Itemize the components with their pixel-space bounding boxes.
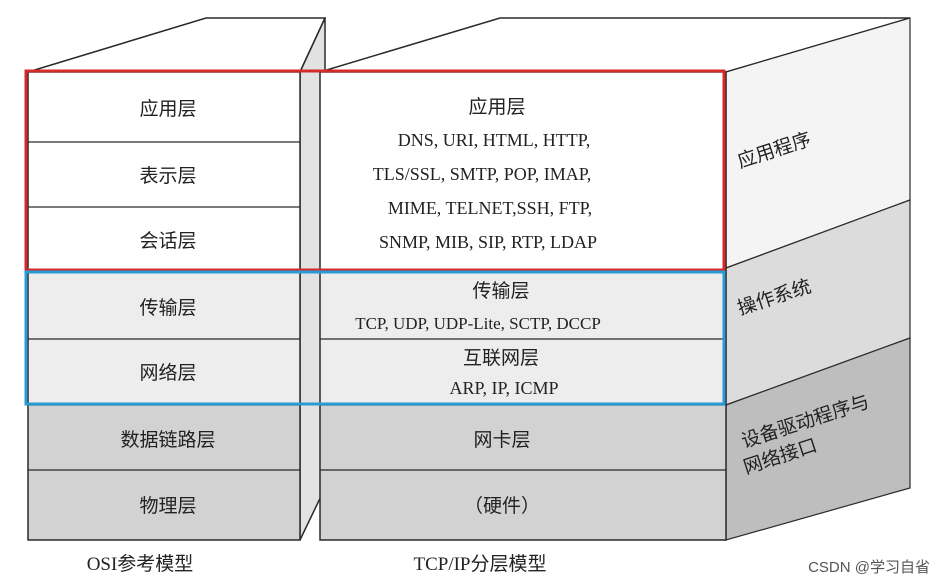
osi-layer-label: 数据链路层 <box>120 429 215 451</box>
tcpip-application-protocols: TLS/SSL, SMTP, POP, IMAP, <box>373 164 592 184</box>
watermark: CSDN @学习自省 <box>808 559 930 576</box>
tcpip-application-protocols: DNS, URI, HTML, HTTP, <box>398 130 591 150</box>
tcpip-application-protocols: SNMP, MIB, SIP, RTP, LDAP <box>379 232 597 252</box>
tcpip-transport-title: 传输层 <box>472 280 529 302</box>
tcpip-link-title: 网卡层 <box>473 429 530 451</box>
tcpip-application-protocols: MIME, TELNET,SSH, FTP, <box>388 198 592 218</box>
tcpip-face-upper <box>320 72 726 272</box>
osi-layer-label: 传输层 <box>139 297 196 319</box>
osi-block: 应用层 表示层 会话层 传输层 网络层 数据链路层 物理层 <box>27 17 327 541</box>
tcpip-face-lower <box>320 405 726 540</box>
osi-top-face <box>27 17 327 73</box>
osi-layer-label: 网络层 <box>139 362 196 384</box>
tcpip-transport-protocols: TCP, UDP, UDP-Lite, SCTP, DCCP <box>355 314 601 333</box>
application-highlight-frame <box>24 69 726 272</box>
transport-network-highlight-frame <box>24 270 726 406</box>
tcpip-caption: TCP/IP分层模型 <box>413 553 546 575</box>
osi-layer-label: 表示层 <box>139 165 196 187</box>
tcpip-internet-title: 互联网层 <box>463 347 539 369</box>
osi-layer-label: 物理层 <box>139 495 196 517</box>
tcpip-block: 应用层 DNS, URI, HTML, HTTP, TLS/SSL, SMTP,… <box>319 17 911 541</box>
tcpip-application-title: 应用层 <box>468 96 525 118</box>
tcpip-physical-title: （硬件） <box>464 495 540 517</box>
osi-caption: OSI参考模型 <box>87 553 194 575</box>
osi-face-upper <box>28 72 300 272</box>
osi-face-lower <box>28 405 300 540</box>
osi-layer-label: 应用层 <box>139 98 196 120</box>
tcpip-internet-protocols: ARP, IP, ICMP <box>449 378 558 398</box>
osi-layer-label: 会话层 <box>139 230 196 252</box>
